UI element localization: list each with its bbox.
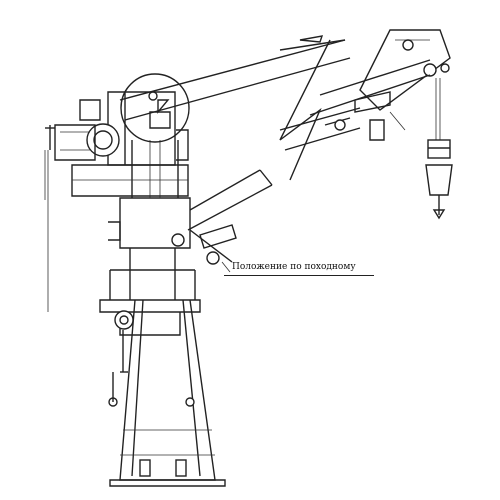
break-line <box>279 39 331 181</box>
caption-leader <box>221 261 231 273</box>
left-rope <box>44 150 49 312</box>
boom-head <box>309 29 451 141</box>
winch-machinery <box>45 73 190 166</box>
lower-boom <box>187 107 361 265</box>
slewing-ring <box>99 233 201 373</box>
base-pedestal <box>108 299 226 487</box>
upper-boom <box>119 35 351 121</box>
caption-underline <box>224 275 374 276</box>
travel-position-caption: Положение по походному <box>232 262 356 272</box>
column-housing <box>71 140 191 249</box>
hook-block <box>425 78 453 220</box>
